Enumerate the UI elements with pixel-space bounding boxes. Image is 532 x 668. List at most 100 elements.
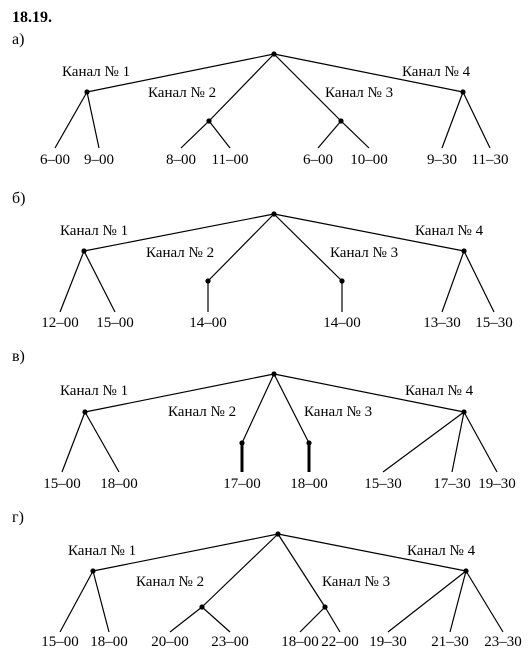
time-label: 6–00 bbox=[40, 152, 70, 168]
channel-label: Канал № 1 bbox=[60, 223, 128, 239]
time-label: 23–00 bbox=[211, 634, 249, 650]
time-label: 18–00 bbox=[100, 476, 138, 492]
time-label: 14–00 bbox=[323, 315, 361, 331]
channel-node bbox=[90, 568, 96, 574]
edge-channel-to-time bbox=[84, 411, 120, 473]
edge-channel-to-time bbox=[441, 91, 464, 149]
edge-channel-to-time bbox=[463, 250, 495, 313]
edge-root-to-channel-2 bbox=[201, 533, 279, 608]
edge-root-to-channel-3 bbox=[273, 373, 310, 444]
edge-channel-to-time bbox=[208, 120, 231, 149]
edge-root-to-channel-1 bbox=[83, 213, 275, 252]
time-label: 23–30 bbox=[484, 634, 522, 650]
edge-root-to-channel-3 bbox=[273, 53, 342, 122]
channel-label: Канал № 3 bbox=[330, 245, 398, 261]
edge-channel-to-time bbox=[317, 120, 342, 149]
channel-node bbox=[205, 278, 211, 284]
edge-channel-to-time bbox=[382, 411, 465, 473]
time-label: 17–30 bbox=[433, 476, 471, 492]
root-node bbox=[271, 371, 277, 377]
channel-node bbox=[84, 89, 90, 95]
channel-label: Канал № 2 bbox=[168, 404, 236, 420]
problem-number: 18.19. bbox=[12, 9, 52, 26]
edge-channel-to-time bbox=[463, 411, 498, 473]
time-label: 15–30 bbox=[475, 315, 513, 331]
time-label: 12–00 bbox=[41, 315, 79, 331]
time-label: 15–00 bbox=[41, 634, 79, 650]
channel-label: Канал № 4 bbox=[407, 543, 476, 559]
time-label: 19–30 bbox=[369, 634, 407, 650]
edge-channel-to-time bbox=[451, 411, 465, 473]
part-4-tree: г) Канал № 1 15–00 18–00 Канал № 2 20–00 23–00… bbox=[12, 509, 522, 650]
channel-node bbox=[461, 409, 467, 415]
edge-channel-to-time bbox=[299, 606, 326, 633]
channel-node bbox=[460, 89, 466, 95]
time-label: 14–00 bbox=[189, 315, 227, 331]
edge-root-to-channel-4 bbox=[273, 373, 465, 413]
channel-label: Канал № 1 bbox=[68, 543, 136, 559]
edge-channel-to-time bbox=[54, 91, 88, 149]
time-label: 18–00 bbox=[290, 476, 328, 492]
time-label: 8–00 bbox=[166, 152, 196, 168]
part-2-tree: б) Канал № 1 12–00 15–00 Канал № 2 14–00 Канал… bbox=[12, 190, 513, 331]
part-3-tree: в) Канал № 1 15–00 18–00 Канал № 2 17–00 Канал… bbox=[12, 348, 516, 492]
edge-channel-to-time bbox=[449, 570, 467, 633]
edge-channel-to-time bbox=[324, 606, 341, 633]
channel-label: Канал № 4 bbox=[402, 64, 471, 80]
channel-label: Канал № 3 bbox=[325, 85, 393, 101]
channel-label: Канал № 2 bbox=[148, 85, 216, 101]
edge-root-to-channel-4 bbox=[277, 533, 467, 572]
root-node bbox=[271, 211, 277, 217]
channel-node bbox=[82, 409, 88, 415]
edge-channel-to-time bbox=[92, 570, 110, 633]
channel-node bbox=[322, 604, 328, 610]
edge-channel-to-time bbox=[465, 570, 504, 633]
edge-root-to-channel-2 bbox=[207, 213, 275, 282]
edge-channel-to-time bbox=[59, 570, 94, 633]
channel-label: Канал № 2 bbox=[146, 245, 214, 261]
channel-node bbox=[338, 118, 344, 124]
channel-label: Канал № 3 bbox=[304, 404, 372, 420]
channel-node bbox=[239, 440, 245, 446]
root-node bbox=[271, 51, 277, 57]
channel-node bbox=[199, 604, 205, 610]
time-label: 19–30 bbox=[478, 476, 516, 492]
edge-channel-to-time bbox=[201, 606, 231, 633]
edge-channel-to-time bbox=[83, 250, 116, 313]
time-label: 11–30 bbox=[472, 152, 509, 168]
channel-node bbox=[81, 248, 87, 254]
channel-label: Канал № 3 bbox=[322, 574, 390, 590]
time-label: 9–30 bbox=[427, 152, 457, 168]
edge-channel-to-time bbox=[61, 411, 86, 473]
edge-root-to-channel-2 bbox=[208, 53, 275, 122]
edge-channel-to-time bbox=[180, 120, 210, 149]
part-label: г) bbox=[12, 509, 24, 526]
edge-channel-to-time bbox=[340, 120, 370, 149]
channel-label: Канал № 2 bbox=[136, 574, 204, 590]
channel-label: Канал № 4 bbox=[415, 223, 484, 239]
time-label: 15–00 bbox=[96, 315, 134, 331]
time-label: 21–30 bbox=[431, 634, 469, 650]
time-label: 22–00 bbox=[321, 634, 359, 650]
edge-root-to-channel-1 bbox=[92, 533, 279, 572]
edge-channel-to-time bbox=[441, 250, 465, 313]
time-label: 18–00 bbox=[281, 634, 319, 650]
channel-node bbox=[463, 568, 469, 574]
channel-label: Канал № 4 bbox=[405, 383, 474, 399]
time-label: 17–00 bbox=[223, 476, 261, 492]
edge-root-to-channel-3 bbox=[277, 533, 326, 608]
edge-channel-to-time bbox=[387, 570, 467, 633]
time-label: 20–00 bbox=[151, 634, 189, 650]
channel-node bbox=[206, 118, 212, 124]
part-label: б) bbox=[12, 190, 25, 207]
time-label: 11–00 bbox=[212, 152, 249, 168]
edge-channel-to-time bbox=[462, 91, 491, 149]
root-node bbox=[275, 531, 281, 537]
time-label: 18–00 bbox=[90, 634, 128, 650]
edge-root-to-channel-3 bbox=[273, 213, 343, 282]
channel-label: Канал № 1 bbox=[60, 383, 128, 399]
part-label: в) bbox=[12, 348, 25, 365]
time-label: 15–00 bbox=[43, 476, 81, 492]
